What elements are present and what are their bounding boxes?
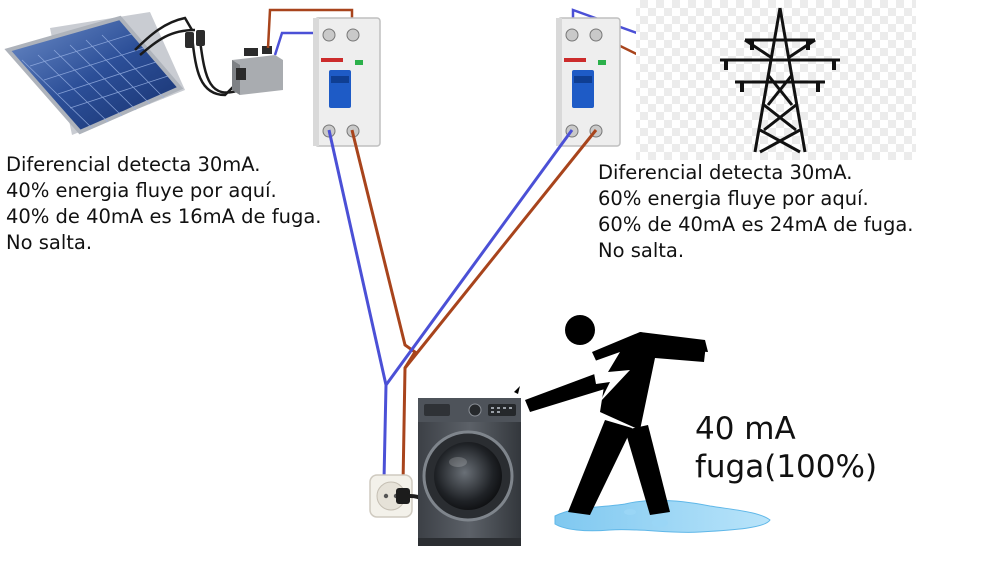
leak-share: fuga(100%) (695, 449, 878, 485)
left-breaker-neutral-wire (327, 129, 388, 481)
power-tower-icon (636, 0, 916, 160)
residual-current-breaker-icon (313, 17, 381, 147)
note-line: No salta. (598, 239, 685, 262)
right-breaker-phase-wire (403, 129, 598, 369)
microinverter-icon (232, 46, 283, 95)
residual-current-breaker-icon (556, 17, 621, 147)
note-line: Diferencial detecta 30mA. (6, 153, 261, 176)
mc4-connector-icon (185, 30, 205, 48)
leak-current-label: 40 mA fuga(100%) (695, 410, 877, 486)
water-puddle-icon (554, 499, 771, 533)
inverter-neutral-wire (273, 31, 328, 56)
note-line: 60% de 40mA es 24mA de fuga. (598, 213, 914, 236)
water-splash-icon (624, 509, 668, 527)
note-line: 40% energia fluye por aquí. (6, 179, 277, 202)
right-breaker-note: Diferencial detecta 30mA. 60% energia fl… (598, 160, 914, 264)
note-line: Diferencial detecta 30mA. (598, 161, 853, 184)
wall-socket-icon (369, 474, 426, 518)
note-line: 60% energia fluye por aquí. (598, 187, 869, 210)
electrocuted-person-icon (514, 315, 708, 515)
leak-value: 40 mA (695, 411, 796, 447)
note-line: No salta. (6, 231, 93, 254)
left-breaker-note: Diferencial detecta 30mA. 40% energia fl… (6, 152, 322, 256)
washing-machine-icon (418, 398, 521, 546)
right-breaker-neutral-wire (384, 129, 574, 386)
note-line: 40% de 40mA es 16mA de fuga. (6, 205, 322, 228)
left-breaker-phase-wire (350, 129, 418, 486)
